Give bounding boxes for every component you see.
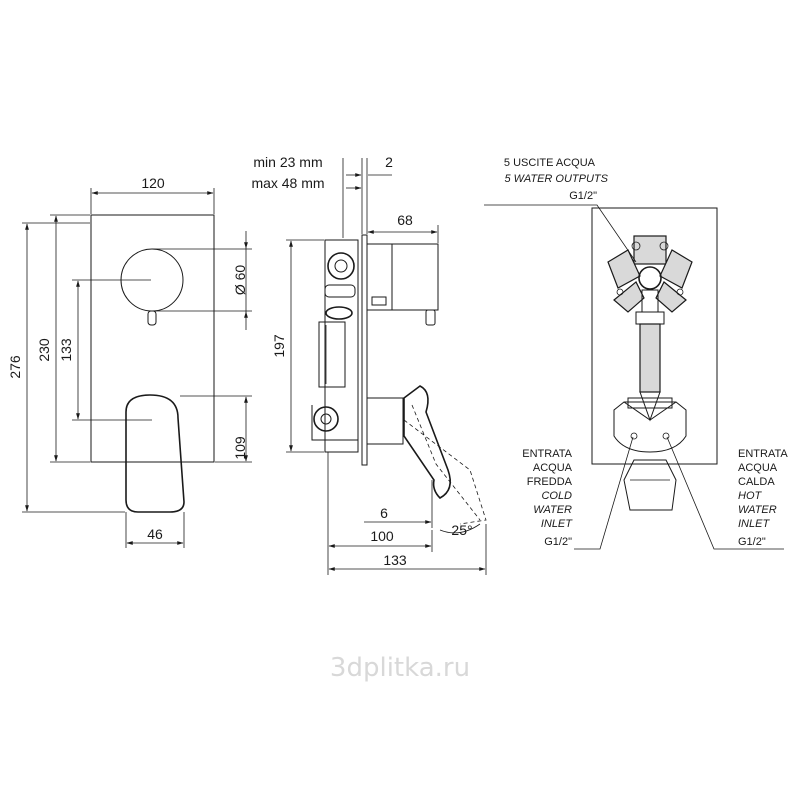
svg-text:G1/2": G1/2": [544, 536, 572, 548]
front-view: 120 276 230 133 Ø 60 109 46: [7, 175, 252, 548]
manifold-hub: [638, 266, 662, 290]
wall-min-label: min 23 mm: [253, 154, 322, 170]
svg-text:WATER: WATER: [533, 504, 572, 516]
dim-knob-depth-label: 68: [397, 212, 413, 228]
front-cover-plate: [90, 214, 215, 463]
output-port-left: [607, 249, 641, 289]
output-port-top: [633, 235, 667, 265]
output-port-lower-left: [613, 281, 645, 313]
svg-text:INLET: INLET: [541, 518, 573, 530]
mixer-body: [613, 401, 687, 453]
dim-depth-total-label: 133: [383, 552, 407, 568]
outputs-label-thread: G1/2": [569, 190, 597, 202]
dim-spacing-label: 133: [58, 338, 74, 362]
lever-base: [366, 397, 404, 445]
knob-stem: [147, 310, 157, 326]
valve-body-housing: [324, 239, 359, 453]
side-knob-stem: [425, 309, 436, 326]
watermark: 3dplitka.ru: [330, 653, 470, 683]
dim-plate-thickness-label: 2: [385, 154, 393, 170]
lever-swing-path: [411, 404, 481, 521]
wall-max-label: max 48 mm: [251, 175, 324, 191]
dim-handle-height-label: 109: [232, 436, 248, 460]
mixer-lever-handle: [125, 394, 185, 513]
svg-text:INLET: INLET: [738, 518, 770, 530]
side-cover-plate: [361, 234, 368, 466]
side-view: min 23 mm max 48 mm 2 68 197 6 100 25°: [251, 154, 487, 575]
svg-text:COLD: COLD: [541, 490, 572, 502]
back-cover-plate: [591, 207, 718, 465]
outputs-label-it: 5 USCITE ACQUA: [504, 157, 596, 169]
side-lever: [403, 385, 451, 499]
upper-nut: [325, 306, 353, 320]
svg-text:ENTRATA: ENTRATA: [522, 448, 572, 460]
hot-inlet-leader: [666, 436, 784, 550]
lever-ghost: [623, 459, 677, 511]
svg-text:FREDDA: FREDDA: [527, 476, 573, 488]
dim-handle-width-label: 46: [147, 526, 163, 542]
dim-plate-height-label: 230: [36, 338, 52, 362]
hot-inlet-label: ENTRATA ACQUA CALDA HOT WATER INLET G1/2…: [738, 448, 788, 548]
svg-text:G1/2": G1/2": [738, 536, 766, 548]
cartridge-tube: [639, 323, 661, 393]
svg-text:ACQUA: ACQUA: [533, 462, 573, 474]
side-knob-cylinder: [391, 243, 439, 311]
svg-text:ACQUA: ACQUA: [738, 462, 778, 474]
outputs-leader-line: [484, 204, 637, 263]
output-port-lower-right: [655, 281, 687, 313]
svg-text:HOT: HOT: [738, 490, 763, 502]
dim-body-height-label: 197: [271, 334, 287, 358]
upper-outlet-fitting: [327, 252, 355, 280]
outputs-label-en: 5 WATER OUTPUTS: [505, 173, 609, 185]
five-way-manifold: [607, 235, 693, 313]
dim-total-height-label: 276: [7, 355, 23, 379]
output-port-right: [659, 249, 693, 289]
dim-gap-label: 6: [380, 505, 388, 521]
dim-knob-diameter-label: Ø 60: [232, 265, 248, 296]
cold-inlet-leader: [574, 436, 634, 550]
lower-inlet-fitting: [313, 406, 339, 432]
back-view: 5 USCITE ACQUA 5 WATER OUTPUTS G1/2" ENT…: [484, 157, 788, 550]
central-tube: [318, 321, 346, 388]
dim-angle-label: 25°: [451, 522, 472, 538]
svg-text:WATER: WATER: [738, 504, 777, 516]
cold-inlet-label: ENTRATA ACQUA FREDDA COLD WATER INLET G1…: [522, 448, 573, 548]
dim-width-label: 120: [141, 175, 165, 191]
dim-depth-mid-label: 100: [370, 528, 394, 544]
svg-text:CALDA: CALDA: [738, 476, 775, 488]
svg-text:ENTRATA: ENTRATA: [738, 448, 788, 460]
